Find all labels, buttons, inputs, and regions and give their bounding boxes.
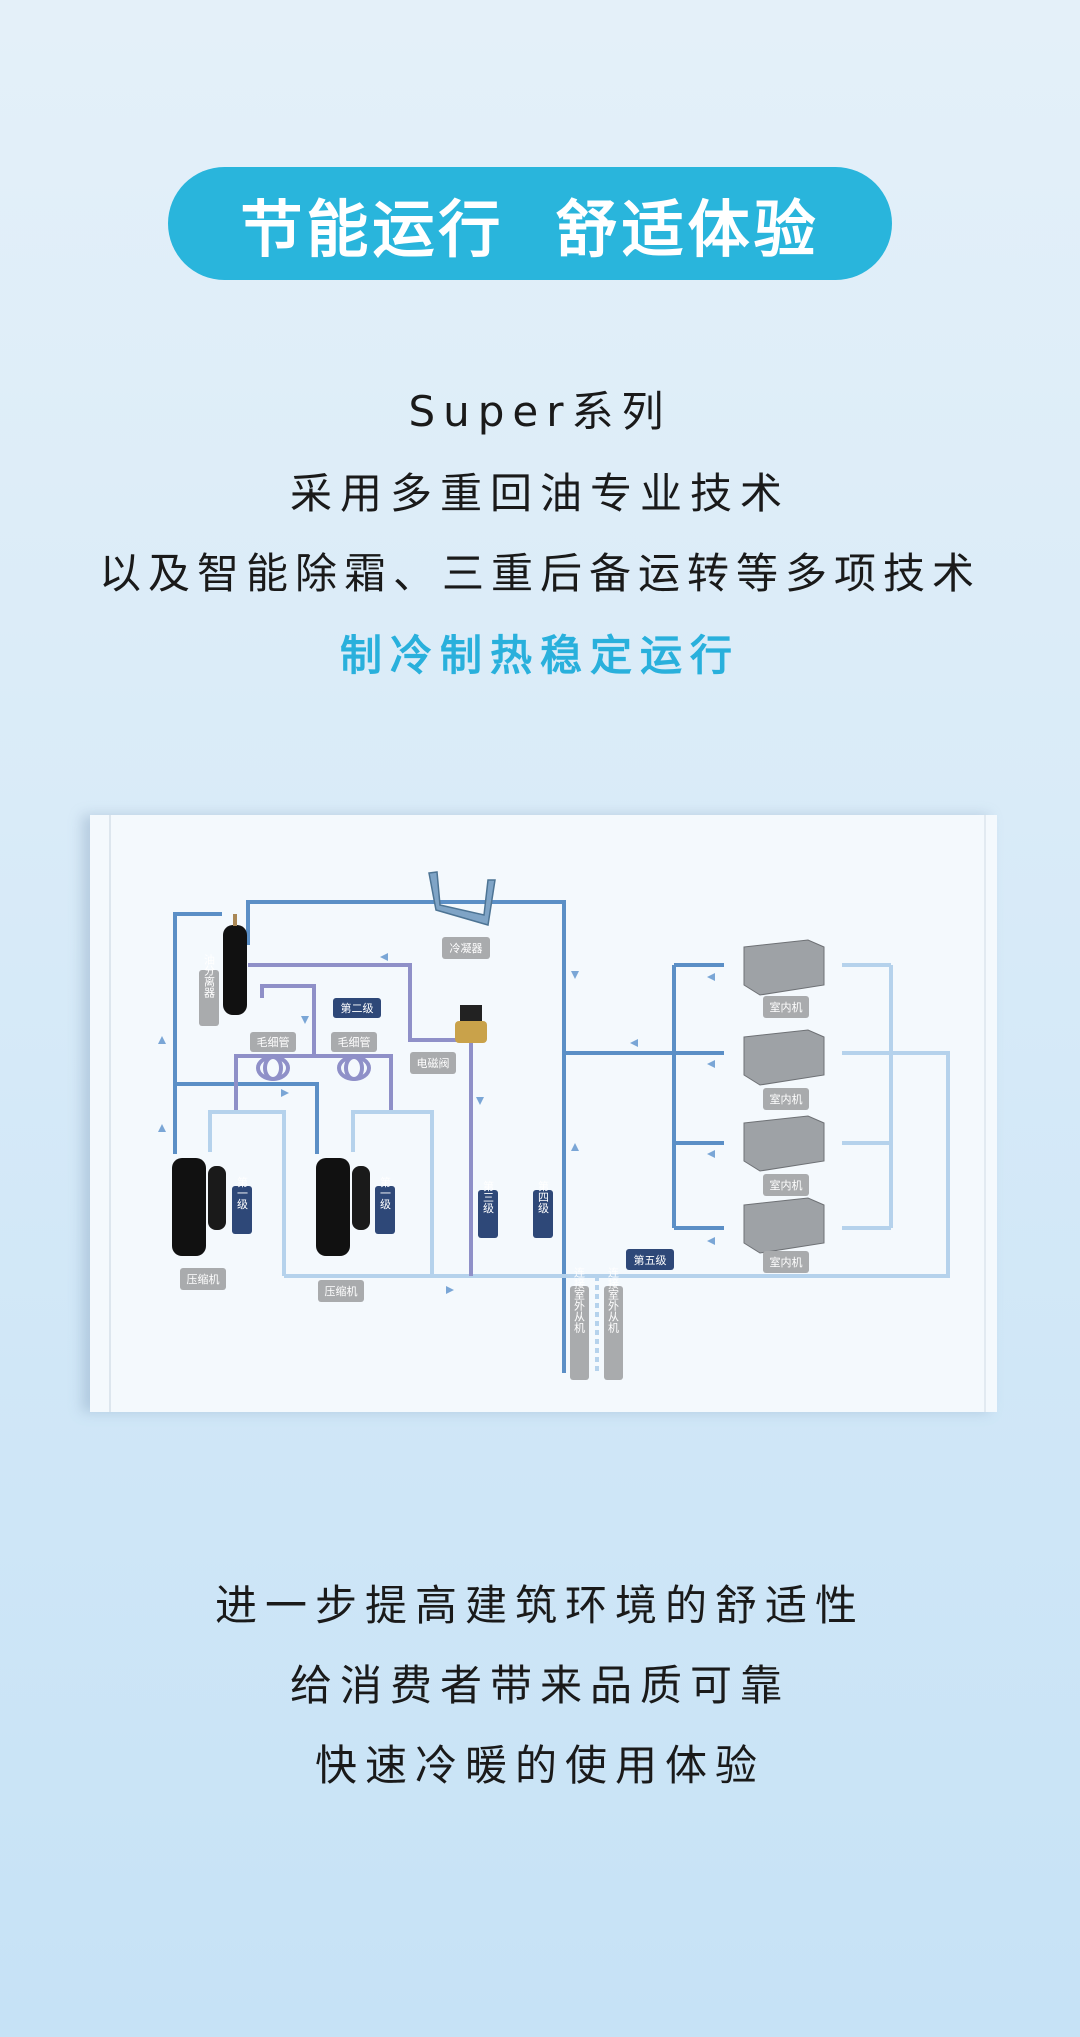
flow-arrows xyxy=(158,953,715,1294)
footer-line-1: 进一步提高建筑环境的舒适性 xyxy=(214,1581,865,1630)
oil-separator-icon xyxy=(223,925,247,1015)
label-capillary: 毛细管 xyxy=(338,1035,371,1049)
diagram-svg: 冷凝器 油分离器 毛细管 毛细管 电磁阀 压缩机 压缩机 室内机 室内机 室内机… xyxy=(109,815,986,1412)
intro-line-2: 采用多重回油专业技术 xyxy=(289,469,790,518)
badge-level-1: 第一级 xyxy=(236,1175,249,1210)
section-title-banner: 节能运行 舒适体验 xyxy=(168,167,892,280)
capillary-pipes xyxy=(234,963,473,1276)
level-badges: 第二级 第一级 第一级 第三级 第四级 第五级 xyxy=(232,998,674,1270)
section-title: 节能运行 舒适体验 xyxy=(240,192,820,266)
compressor-icon xyxy=(172,1158,226,1256)
badge-level-2: 第二级 xyxy=(341,1001,374,1015)
label-indoor-unit: 室内机 xyxy=(770,1178,803,1192)
supply-pipes xyxy=(173,900,724,1373)
return-pipes xyxy=(208,963,950,1373)
badge-level-3: 第三级 xyxy=(482,1179,495,1214)
solenoid-valve-icon xyxy=(455,1005,487,1043)
component-labels: 冷凝器 油分离器 毛细管 毛细管 电磁阀 压缩机 压缩机 室内机 室内机 室内机… xyxy=(180,937,809,1380)
label-solenoid-valve: 电磁阀 xyxy=(417,1056,450,1070)
label-indoor-unit: 室内机 xyxy=(770,1255,803,1269)
compressor-icon xyxy=(316,1158,370,1256)
badge-level-5: 第五级 xyxy=(634,1253,667,1267)
intro-line-3: 以及智能除霜、三重后备运转等多项技术 xyxy=(98,549,981,598)
label-compressor: 压缩机 xyxy=(187,1272,220,1286)
label-connect-outdoor: 连接室外从机 xyxy=(607,1267,620,1333)
label-connect-outdoor: 连接室外从机 xyxy=(573,1267,586,1333)
intro-line-1: Super系列 xyxy=(408,387,672,436)
label-condenser: 冷凝器 xyxy=(450,941,483,955)
label-compressor: 压缩机 xyxy=(325,1284,358,1298)
label-indoor-unit: 室内机 xyxy=(770,1092,803,1106)
label-indoor-unit: 室内机 xyxy=(770,1000,803,1014)
condenser-icon xyxy=(428,871,496,926)
intro-highlight: 制冷制热稳定运行 xyxy=(339,631,740,680)
badge-level-1: 第一级 xyxy=(379,1175,392,1210)
badge-level-4: 第四级 xyxy=(537,1179,550,1214)
footer-line-2: 给消费者带来品质可靠 xyxy=(289,1661,790,1710)
refrigerant-system-diagram: 冷凝器 油分离器 毛细管 毛细管 电磁阀 压缩机 压缩机 室内机 室内机 室内机… xyxy=(90,815,997,1412)
label-capillary: 毛细管 xyxy=(257,1035,290,1049)
footer-line-3: 快速冷暖的使用体验 xyxy=(314,1741,765,1790)
indoor-unit-icons xyxy=(743,939,825,1254)
label-oil-separator: 油分离器 xyxy=(203,953,216,999)
